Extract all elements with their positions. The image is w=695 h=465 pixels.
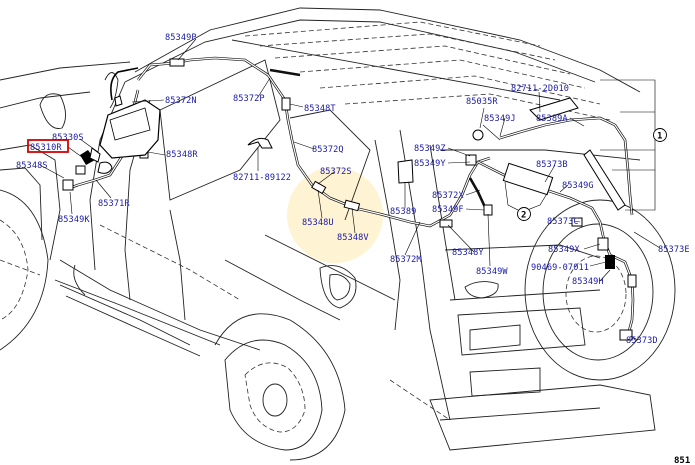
label-85348S[interactable]: 85348S [16,161,48,171]
label-85349K[interactable]: 85349K [58,215,90,225]
label-85373E[interactable]: 85373E [658,245,690,255]
washer-tank [75,67,161,175]
nozzle-part [529,97,579,121]
label-82711-89122[interactable]: 82711-89122 [233,173,291,183]
label-85348T[interactable]: 85348T [304,104,336,114]
label-85348R[interactable]: 85348R [166,150,198,160]
label-85349J[interactable]: 85349J [484,114,516,124]
label-85373C[interactable]: 85373C [547,217,579,227]
highlight-box [27,139,69,153]
clip-part [247,137,273,149]
label-85372Q[interactable]: 85372Q [312,145,344,155]
label-85035R[interactable]: 85035R [466,97,498,107]
label-85372N[interactable]: 85372N [165,96,197,106]
washer-hose-routing [62,56,637,341]
callout-1-number: 1 [657,132,662,142]
vehicle-outline [0,7,676,461]
label-85373B[interactable]: 85373B [536,160,568,170]
watermark-glow [287,167,383,263]
callout-2: 2 [517,207,531,221]
label-82711-2D010[interactable]: 82711-2D010 [511,84,569,94]
label-85373D[interactable]: 85373D [626,336,658,346]
bracket-part [397,159,414,184]
label-85348U[interactable]: 85348U [302,218,334,228]
callout-2-number: 2 [521,211,526,221]
label-85372X[interactable]: 85372X [432,191,464,201]
label-85349H[interactable]: 85349H [572,277,604,287]
label-85372S[interactable]: 85372S [320,167,352,177]
part-labels: 85349P 85330S 85310R 85348S 85349K 85372… [16,33,690,346]
label-85330S[interactable]: 85330S [52,133,84,143]
label-85349P[interactable]: 85349P [165,33,197,43]
label-85371R[interactable]: 85371R [98,199,130,209]
label-85349G[interactable]: 85349G [562,181,594,191]
leader-lines [39,38,661,341]
label-85349W[interactable]: 85349W [476,267,508,277]
label-85349Z[interactable]: 85349Z [414,144,446,154]
label-85349F[interactable]: 85349F [432,205,464,215]
label-85349Y[interactable]: 85349Y [414,159,446,169]
label-90469-07011[interactable]: 90469-07011 [531,263,589,273]
label-85372P[interactable]: 85372P [233,94,265,104]
label-85310R[interactable]: 85310R [30,143,62,153]
callout-1: 1 [653,128,667,142]
label-85348Y[interactable]: 85348Y [452,248,484,258]
figure-code: 851 [674,456,690,465]
label-85389A[interactable]: 85389A [536,114,568,124]
label-85349X[interactable]: 85349X [548,245,580,255]
label-85348V[interactable]: 85348V [337,233,369,243]
wiper-arm-part [583,149,626,211]
label-85389[interactable]: 85389 [390,207,416,217]
label-85372M[interactable]: 85372M [390,255,422,265]
